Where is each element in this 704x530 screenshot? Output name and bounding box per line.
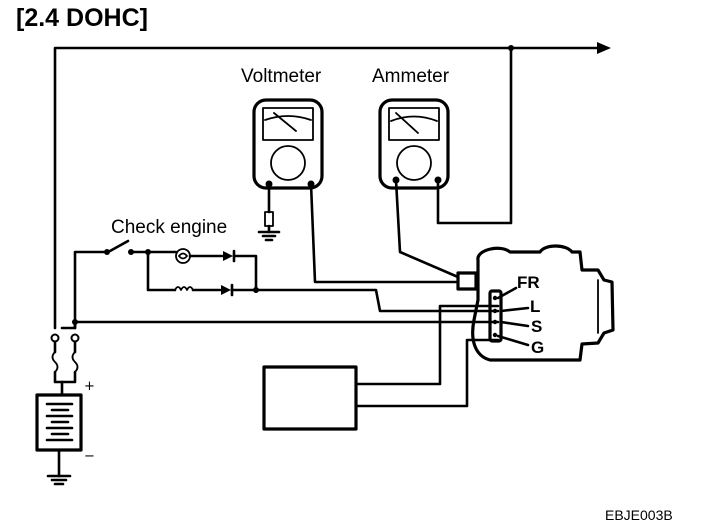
- terminal-g-label: G: [531, 338, 545, 357]
- ammeter: [378, 98, 450, 190]
- voltmeter-ground: [257, 182, 281, 242]
- svg-text:−: −: [84, 449, 95, 464]
- voltmeter-positive-lead: [309, 182, 460, 284]
- engine-control-unit: [262, 304, 500, 431]
- terminal-fr-label: FR: [517, 273, 540, 292]
- s-terminal-wire: [73, 320, 500, 330]
- battery-fuse-section: + −: [35, 333, 95, 486]
- svg-text:+: +: [84, 379, 95, 394]
- ammeter-label: Ammeter: [372, 66, 450, 87]
- terminal-l-label: L: [530, 297, 541, 316]
- voltmeter-label: Voltmeter: [241, 66, 322, 87]
- ammeter-feed-wire: [436, 46, 513, 225]
- generator: [456, 244, 615, 362]
- top-bus-wire: [53, 42, 611, 330]
- figure-code: EBJE003B: [605, 507, 673, 523]
- voltmeter: [252, 98, 324, 190]
- check-engine-circuit: [60, 239, 500, 330]
- check-engine-label: Check engine: [111, 217, 228, 238]
- diagram-title: [2.4 DOHC]: [16, 4, 148, 32]
- terminal-s-label: S: [531, 317, 543, 336]
- ammeter-output-lead: [394, 178, 460, 279]
